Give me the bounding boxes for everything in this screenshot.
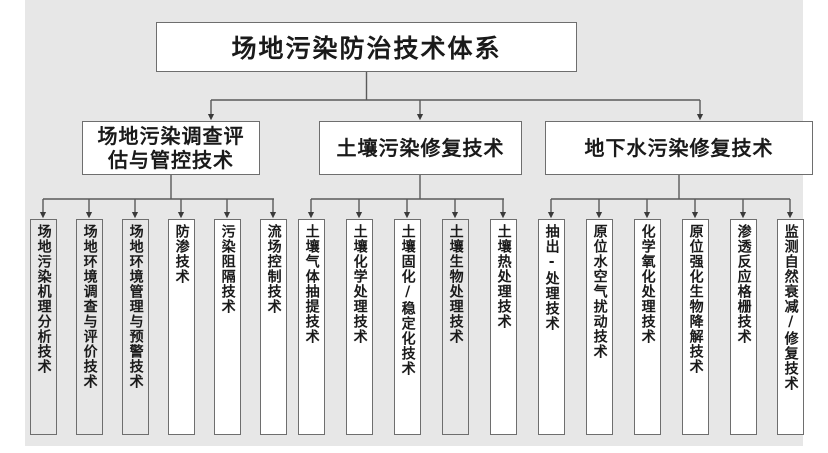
leaf-node-c6-label: 监测自然衰减/修复技术 xyxy=(782,224,799,391)
leaf-node-a6-label: 流场控制技术 xyxy=(265,224,282,314)
leaf-node-c2-label: 原位水空气扰动技术 xyxy=(591,224,608,359)
leaf-node-b5: 土壤热处理技术 xyxy=(490,219,517,435)
branch-node-2-label: 土壤污染修复技术 xyxy=(336,135,505,160)
leaf-node-c3-label: 化学氧化处理技术 xyxy=(639,224,656,344)
branch-node-3: 地下水污染修复技术 xyxy=(545,121,813,175)
root-node: 场地污染防治技术体系 xyxy=(156,22,577,72)
branch-node-1-label: 场地污染调查评 估与管控技术 xyxy=(98,124,245,173)
leaf-node-b2: 土壤化学处理技术 xyxy=(346,219,373,435)
leaf-node-a1-label: 场地污染机理分析技术 xyxy=(35,224,52,374)
leaf-node-b5-label: 土壤热处理技术 xyxy=(495,224,512,329)
leaf-node-c5: 渗透反应格栅技术 xyxy=(730,219,757,435)
leaf-node-b2-label: 土壤化学处理技术 xyxy=(351,224,368,344)
branch-node-1-label-line1: 场地污染调查评 xyxy=(97,123,245,148)
branch-node-3-label: 地下水污染修复技术 xyxy=(584,135,774,160)
leaf-node-c1-label: 抽出-处理技术 xyxy=(543,224,560,331)
branch-node-1: 场地污染调查评 估与管控技术 xyxy=(82,121,260,175)
leaf-node-a4: 防渗技术 xyxy=(168,219,195,435)
branch-node-1-label-line2: 估与管控技术 xyxy=(108,148,234,172)
leaf-node-c4-label: 原位强化生物降解技术 xyxy=(687,224,704,374)
leaf-node-c2: 原位水空气扰动技术 xyxy=(586,219,613,435)
leaf-node-c1: 抽出-处理技术 xyxy=(538,219,565,435)
leaf-node-b3: 土壤固化/稳定化技术 xyxy=(394,219,421,435)
leaf-node-a5: 污染阻隔技术 xyxy=(214,219,241,435)
leaf-node-a1: 场地污染机理分析技术 xyxy=(30,219,57,435)
leaf-node-a2-label: 场地环境调查与评价技术 xyxy=(81,224,98,389)
leaf-node-b1: 土壤气体抽提技术 xyxy=(298,219,325,435)
leaf-node-b4-label: 土壤生物处理技术 xyxy=(447,224,464,344)
leaf-node-b3-label: 土壤固化/稳定化技术 xyxy=(399,224,416,376)
leaf-node-b4: 土壤生物处理技术 xyxy=(442,219,469,435)
leaf-node-a4-label: 防渗技术 xyxy=(173,224,190,284)
leaf-node-a6: 流场控制技术 xyxy=(260,219,287,435)
leaf-node-c4: 原位强化生物降解技术 xyxy=(682,219,709,435)
leaf-node-b1-label: 土壤气体抽提技术 xyxy=(303,224,320,344)
branch-node-2: 土壤污染修复技术 xyxy=(319,121,522,175)
root-node-label: 场地污染防治技术体系 xyxy=(231,34,502,63)
leaf-node-c6: 监测自然衰减/修复技术 xyxy=(777,219,804,435)
leaf-node-a3-label: 场地环境管理与预警技术 xyxy=(127,224,144,389)
leaf-node-a5-label: 污染阻隔技术 xyxy=(219,224,236,314)
leaf-node-c5-label: 渗透反应格栅技术 xyxy=(735,224,752,344)
leaf-node-a2: 场地环境调查与评价技术 xyxy=(76,219,103,435)
leaf-node-c3: 化学氧化处理技术 xyxy=(634,219,661,435)
leaf-node-a3: 场地环境管理与预警技术 xyxy=(122,219,149,435)
